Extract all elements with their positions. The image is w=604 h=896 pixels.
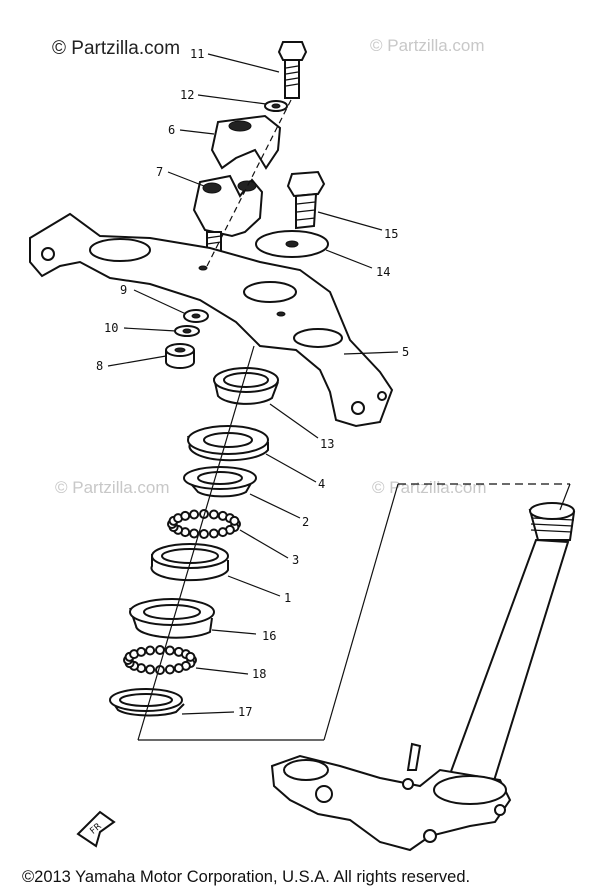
part-ball-bearings-18[interactable] bbox=[123, 645, 197, 675]
part-bolt-11[interactable] bbox=[277, 41, 308, 99]
bearing-ball bbox=[189, 528, 200, 539]
partzilla-watermark: © Partzilla.com bbox=[370, 36, 485, 55]
part-number-labels: 11 12 6 7 15 14 9 10 8 5 13 4 2 3 1 16 1… bbox=[96, 47, 409, 719]
bearing-ball bbox=[145, 664, 156, 675]
bearing-ball bbox=[217, 527, 228, 538]
part-bearing-race-16[interactable] bbox=[129, 598, 215, 639]
label-3: 3 bbox=[292, 553, 299, 567]
label-7: 7 bbox=[156, 165, 163, 179]
part-dust-seal-17[interactable] bbox=[109, 688, 185, 717]
bearing-ball bbox=[173, 663, 184, 674]
bearing-ball bbox=[180, 510, 191, 521]
part-handlebar-holder-upper-6[interactable] bbox=[210, 114, 282, 170]
steering-stem-assembly[interactable] bbox=[270, 502, 576, 852]
bearing-ball bbox=[229, 515, 240, 526]
part-washer-10[interactable] bbox=[174, 325, 200, 337]
label-10: 10 bbox=[104, 321, 118, 335]
bearing-ball bbox=[164, 645, 175, 656]
copyright-notice: ©2013 Yamaha Motor Corporation, U.S.A. A… bbox=[22, 868, 471, 886]
part-bearing-cover-4[interactable] bbox=[187, 425, 269, 462]
partzilla-watermark: © Partzilla.com bbox=[372, 478, 487, 497]
part-nut-9[interactable] bbox=[183, 309, 209, 323]
label-12: 12 bbox=[180, 88, 194, 102]
bearing-ball bbox=[136, 646, 147, 657]
part-collar-8[interactable] bbox=[165, 343, 195, 369]
part-bearing-race-2[interactable] bbox=[183, 466, 257, 498]
part-bolt-15[interactable] bbox=[286, 170, 326, 230]
label-5: 5 bbox=[402, 345, 409, 359]
part-washer-12[interactable] bbox=[264, 100, 288, 112]
label-4: 4 bbox=[318, 477, 325, 491]
label-2: 2 bbox=[302, 515, 309, 529]
part-bearing-race-1[interactable] bbox=[150, 543, 229, 582]
label-14: 14 bbox=[376, 265, 390, 279]
label-9: 9 bbox=[120, 283, 127, 297]
bearing-ball bbox=[199, 529, 209, 539]
bearing-ball bbox=[145, 645, 156, 656]
label-13: 13 bbox=[320, 437, 334, 451]
label-16: 16 bbox=[262, 629, 276, 643]
bearing-ball bbox=[164, 664, 175, 675]
label-6: 6 bbox=[168, 123, 175, 137]
label-18: 18 bbox=[252, 667, 266, 681]
bearing-ball bbox=[208, 528, 219, 539]
label-11: 11 bbox=[190, 47, 204, 61]
part-upper-bracket-5[interactable] bbox=[29, 212, 394, 428]
front-direction-arrow: FR bbox=[76, 810, 116, 848]
part-washer-14[interactable] bbox=[255, 230, 329, 258]
part-handlebar-holder-lower-7[interactable] bbox=[192, 174, 264, 253]
label-8: 8 bbox=[96, 359, 103, 373]
leader-lines bbox=[107, 53, 399, 715]
bearing-ball bbox=[185, 651, 196, 662]
part-ball-bearings-3[interactable] bbox=[167, 509, 241, 539]
label-1: 1 bbox=[284, 591, 291, 605]
label-17: 17 bbox=[238, 705, 252, 719]
partzilla-watermark: © Partzilla.com bbox=[55, 478, 170, 497]
bearing-ball bbox=[155, 645, 165, 655]
partzilla-watermark-main: © Partzilla.com bbox=[52, 38, 181, 59]
label-15: 15 bbox=[384, 227, 398, 241]
assembly-guide-lines bbox=[137, 99, 571, 741]
bearing-ball bbox=[189, 509, 200, 520]
bearing-ball bbox=[208, 509, 219, 520]
